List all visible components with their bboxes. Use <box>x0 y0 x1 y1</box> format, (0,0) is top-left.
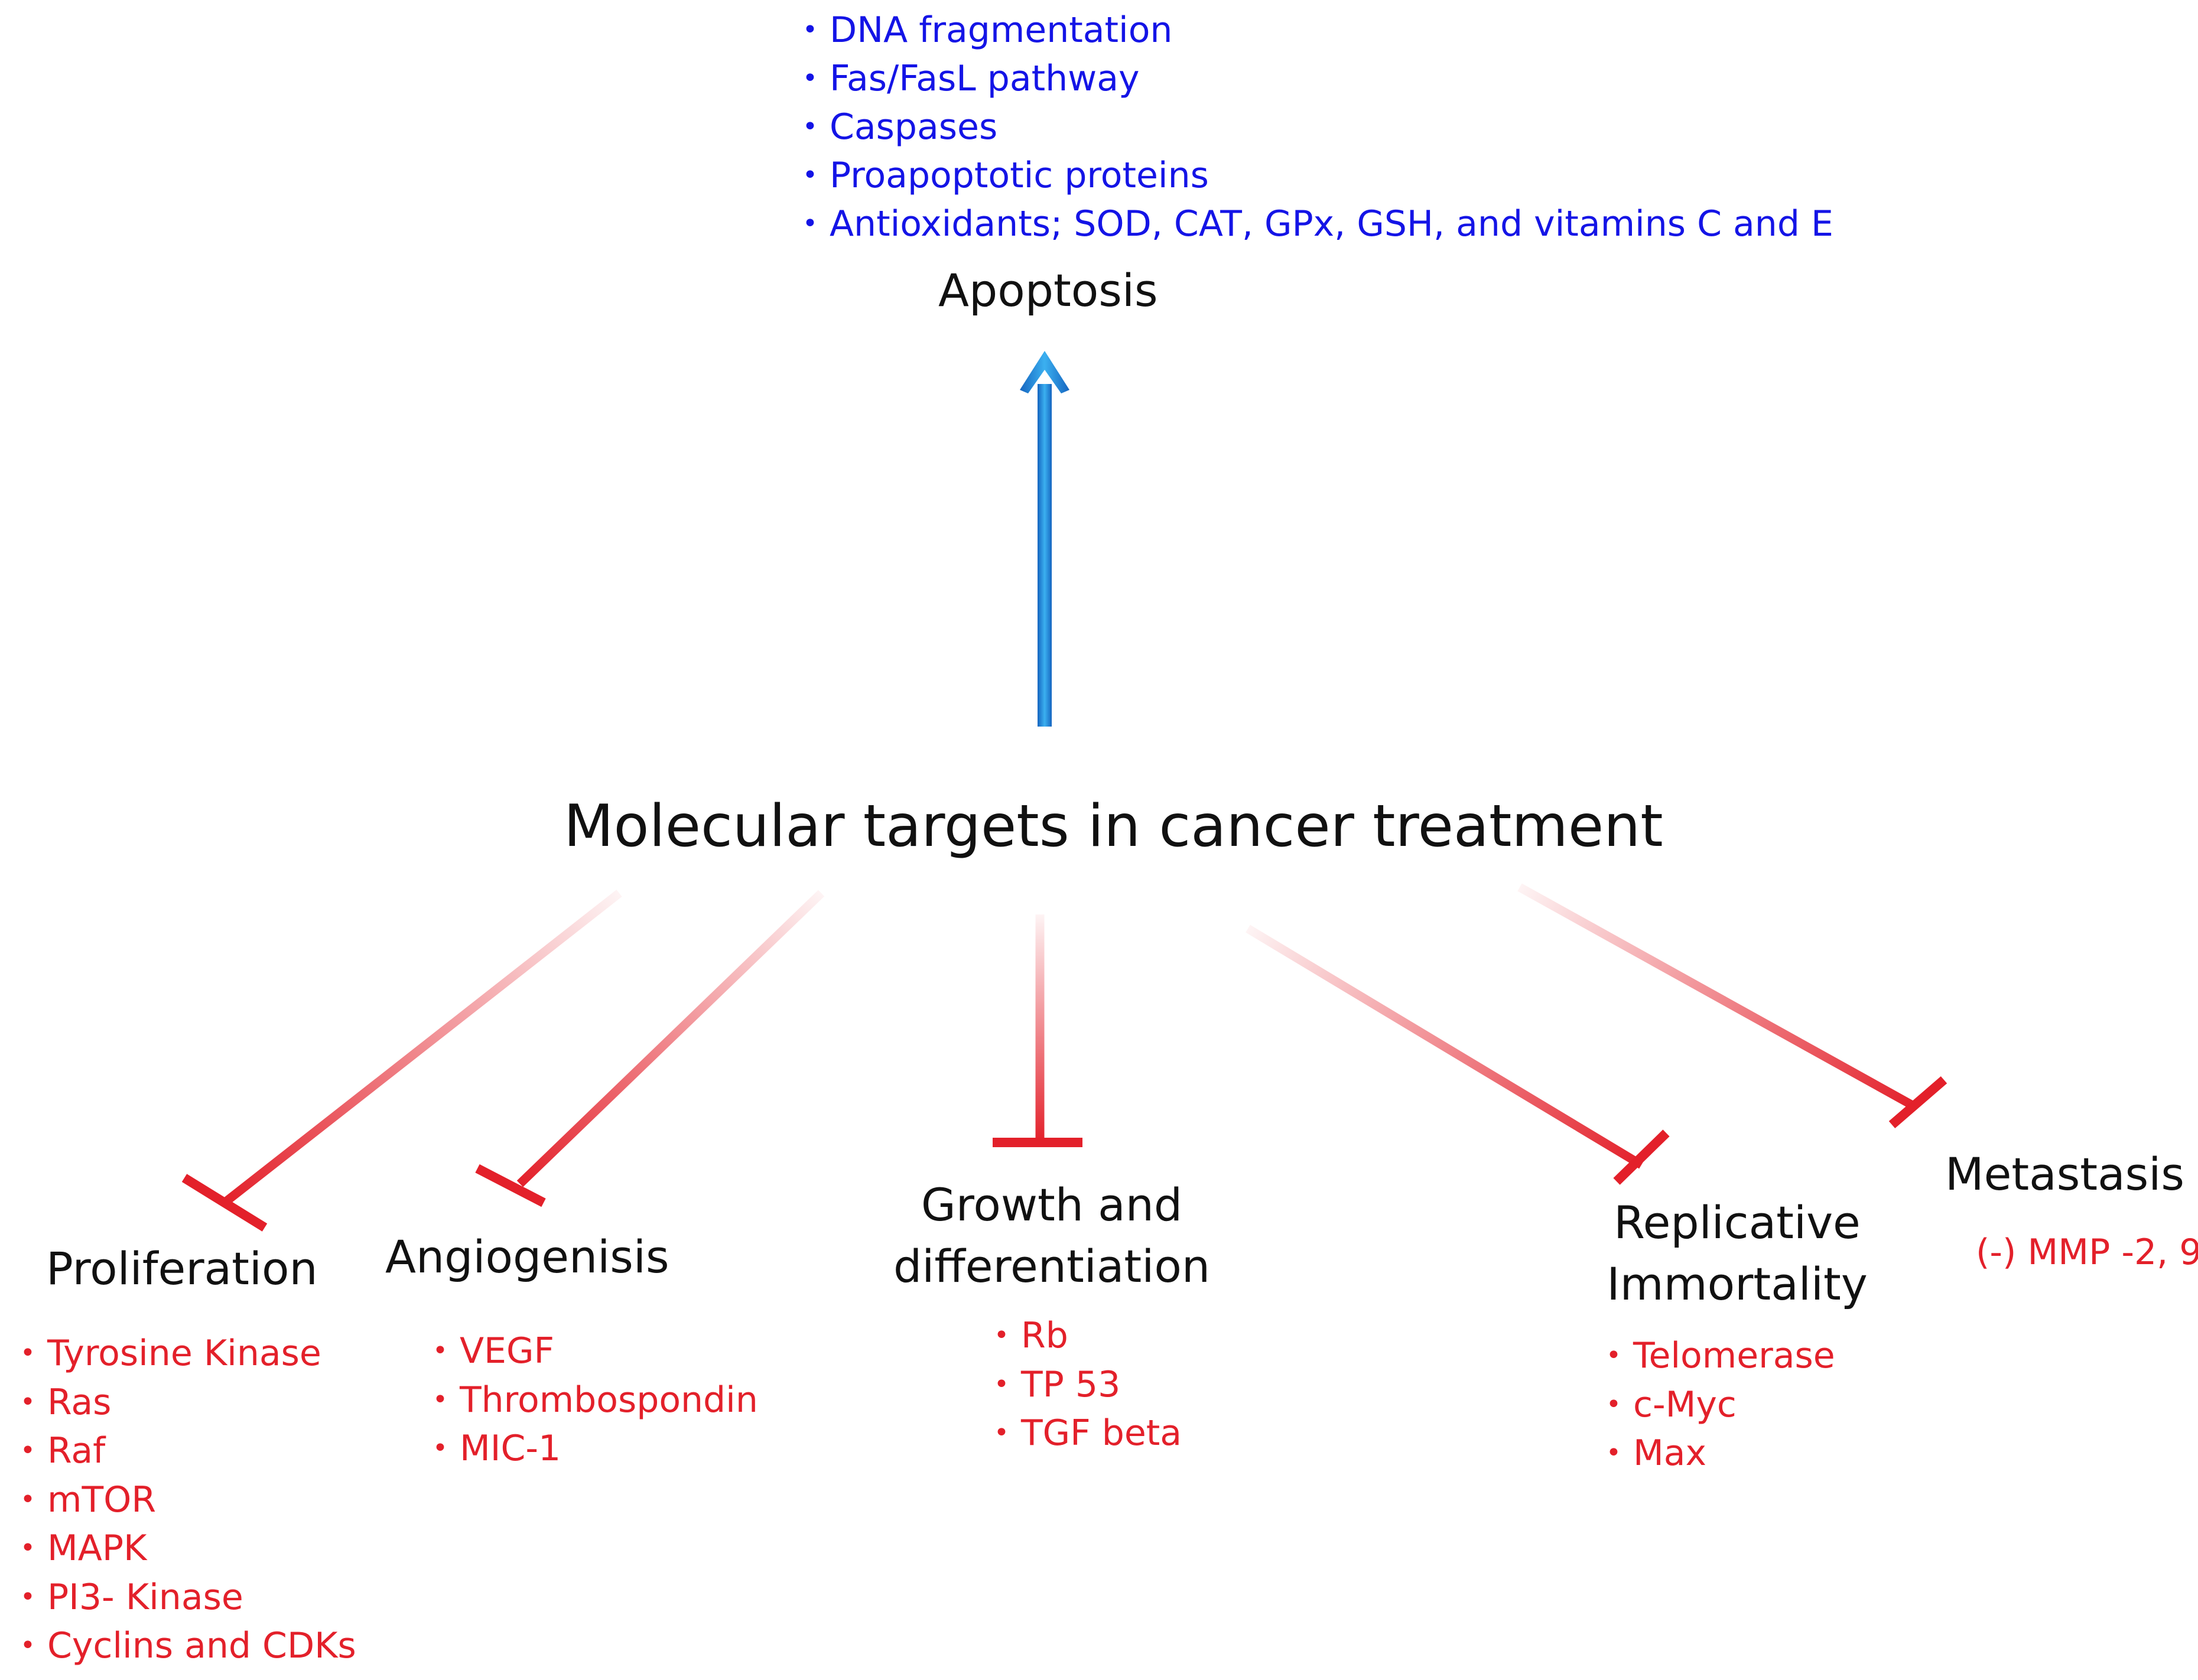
list-item: Caspases <box>802 103 1833 151</box>
angiogenesis-list: VEGF Thrombospondin MIC-1 <box>433 1327 758 1473</box>
list-item: DNA fragmentation <box>802 6 1833 54</box>
list-item: MIC-1 <box>433 1424 758 1473</box>
inhibit-replicative-line <box>1246 924 1670 1185</box>
replicative-list: Telomerase c-Myc Max <box>1606 1331 1835 1478</box>
list-item: MAPK <box>20 1524 356 1573</box>
list-item: Proapoptotic proteins <box>802 151 1833 200</box>
metastasis-label: Metastasis <box>1945 1148 2184 1200</box>
page-title: Molecular targets in cancer treatment <box>564 793 1663 860</box>
list-item: Fas/FasL pathway <box>802 54 1833 103</box>
growth-label-line2: differentiation <box>893 1240 1211 1292</box>
list-item: TP 53 <box>994 1360 1182 1409</box>
list-item: VEGF <box>433 1327 758 1376</box>
list-item: Ras <box>20 1378 356 1427</box>
inhibit-growth-line <box>993 914 1082 1147</box>
list-item: PI3- Kinase <box>20 1573 356 1622</box>
growth-list: Rb TP 53 TGF beta <box>994 1311 1182 1458</box>
growth-label-line1: Growth and <box>921 1178 1183 1231</box>
list-item: Tyrosine Kinase <box>20 1329 356 1378</box>
apoptosis-label: Apoptosis <box>938 264 1158 317</box>
list-item: Raf <box>20 1427 356 1476</box>
list-item: Thrombospondin <box>433 1376 758 1425</box>
list-item: mTOR <box>20 1476 356 1525</box>
inhibit-metastasis-line <box>1517 883 1947 1129</box>
replicative-label: Replicative Immortality <box>1584 1192 1891 1315</box>
proliferation-list: Tyrosine Kinase Ras Raf mTOR MAPK PI3- K… <box>20 1329 356 1671</box>
growth-label: Growth and differentiation <box>874 1174 1229 1297</box>
angiogenesis-label: Angiogenisis <box>385 1230 669 1283</box>
inhibit-proliferation-line <box>181 890 622 1232</box>
apoptosis-arrow <box>1020 351 1069 727</box>
replicative-label-line2: Immortality <box>1607 1258 1868 1310</box>
list-item: Rb <box>994 1311 1182 1360</box>
list-item: TGF beta <box>994 1409 1182 1458</box>
list-item: Cyclins and CDKs <box>20 1622 356 1671</box>
list-item: c-Myc <box>1606 1381 1835 1430</box>
apoptosis-list: DNA fragmentation Fas/FasL pathway Caspa… <box>802 6 1833 248</box>
list-item: Antioxidants; SOD, CAT, GPx, GSH, and vi… <box>802 200 1833 248</box>
metastasis-note: (-) MMP -2, 9 <box>1976 1232 2198 1273</box>
list-item: Telomerase <box>1606 1331 1835 1381</box>
inhibit-angiogenesis-line <box>475 890 825 1207</box>
replicative-label-line1: Replicative <box>1614 1196 1861 1249</box>
list-item: Max <box>1606 1429 1835 1478</box>
proliferation-label: Proliferation <box>46 1242 318 1295</box>
